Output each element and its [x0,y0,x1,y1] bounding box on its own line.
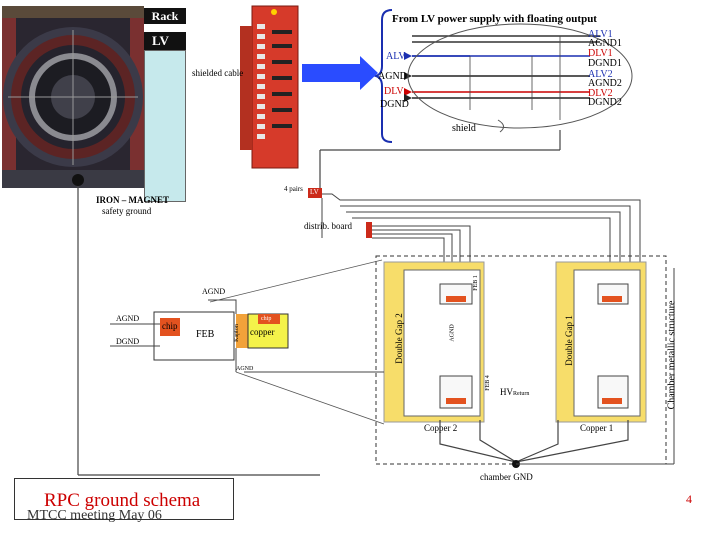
copper2-label: Copper 2 [424,423,458,433]
right-line-6: DLV2 [588,88,613,99]
chamber-gnd-label: chamber GND [480,472,533,482]
feb4-label: FEB 4 [484,375,491,391]
rack-lv-label: LV [144,32,186,50]
slide-title: RPC ground schema [44,490,201,511]
rack-column [144,50,186,202]
right-line-5: AGND2 [588,78,622,89]
gap1-label: Double Gap 1 [563,315,574,366]
right-line-1: AGND1 [588,38,622,49]
feb-dgnd-left: DGND [116,337,140,346]
lv-module-photo [240,5,299,169]
cms-magnet-photo [2,6,144,188]
distrib-lv-label: LV [310,188,319,196]
shield-label: shield [452,123,476,134]
supply-title: From LV power supply with floating outpu… [392,13,597,25]
left-line-1: AGND [378,71,407,82]
feb1-label: FEB 1 [472,275,479,291]
left-line-3: DGND [380,99,409,110]
title-box [14,478,234,520]
feb-kapton: Kapton [233,324,240,342]
feb-agnd-top: AGND [202,287,226,296]
lv-connector [308,188,322,198]
gap-agnd-label: AGND [449,324,456,342]
iron-ground-node [72,174,84,186]
chamber-struct-label: Chamber metallic structure [666,300,678,410]
iron-label-1: IRON – MAGNET [96,195,170,205]
feb-agnd-bottom: AGND [236,366,254,372]
hv-label: HVReturn [500,387,530,398]
iron-label-2: safety ground [102,206,152,216]
left-line-0: ALV [386,51,406,62]
distrib-board-label: distrib. board [304,221,352,231]
copper1-label: Copper 1 [580,423,614,433]
right-line-0: ALV1 [588,29,613,40]
feb-label: FEB [196,329,215,340]
right-line-3: DGND1 [588,58,622,69]
page-number: 4 [686,492,692,506]
pairs-label: 4 pairs [284,185,303,193]
slide-subtitle: MTCC meeting May 06 [27,508,162,523]
feb-chip2: chip [261,316,272,322]
right-line-2: DLV1 [588,48,613,59]
feb-detail [110,259,385,425]
left-line-2: DLV [384,86,404,97]
right-line-7: DGND2 [588,97,622,108]
feb-copper: copper [250,327,275,337]
right-line-4: ALV2 [588,69,613,80]
feb-chip: chip [162,321,178,331]
gap2-label: Double Gap 2 [393,313,404,364]
cable-arrow-icon [302,56,378,90]
feb-agnd-left: AGND [116,314,140,323]
shielded-cable-label: shielded cable [192,68,244,78]
rack-title: Rack [144,8,186,24]
